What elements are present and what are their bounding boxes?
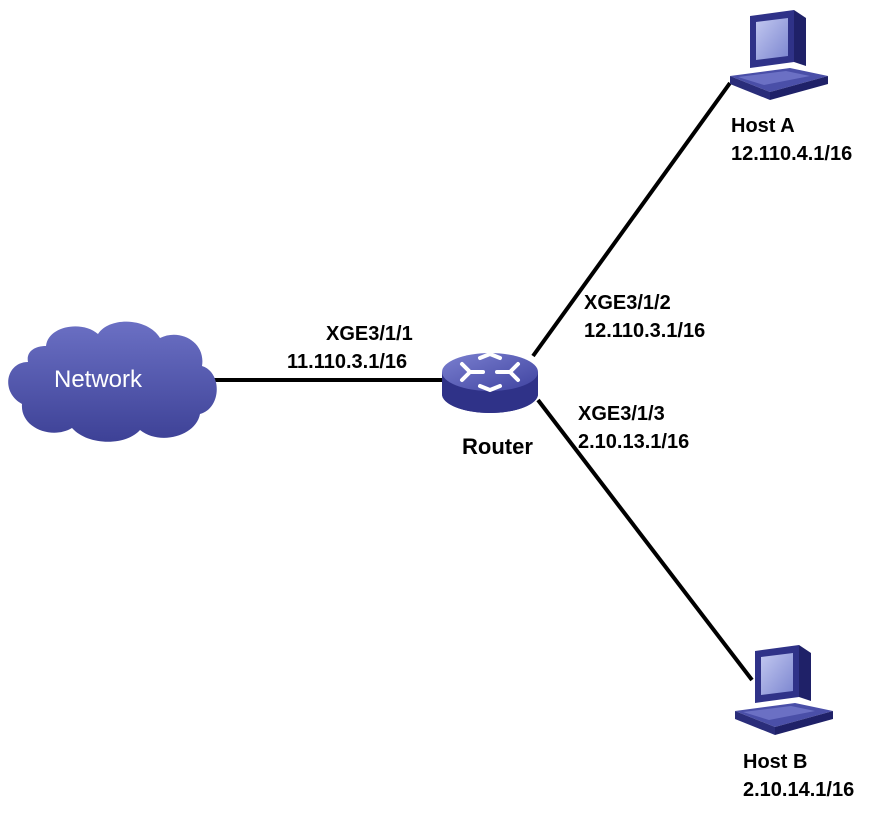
router-icon [442,352,538,413]
interface-xge3-1-1-name: XGE3/1/1 [326,323,413,345]
link-router-host-b [536,398,754,682]
host-a-computer-icon [730,10,828,100]
network-label: Network [54,366,143,393]
host-b-name: Host B [743,751,808,773]
interface-xge3-1-3-ip: 2.10.13.1/16 [578,431,690,453]
link-router-host-a [531,81,732,358]
interface-xge3-1-2-ip: 12.110.3.1/16 [584,320,706,342]
host-a-name: Host A [731,115,795,137]
interface-xge3-1-3-name: XGE3/1/3 [578,403,665,425]
interface-xge3-1-2-name: XGE3/1/2 [584,292,671,314]
host-b-computer-icon [735,645,833,735]
host-a-ip: 12.110.4.1/16 [731,143,853,165]
host-b-ip: 2.10.14.1/16 [743,779,855,801]
network-cloud-icon [8,321,217,442]
router-label: Router [462,434,533,459]
interface-xge3-1-1-ip: 11.110.3.1/16 [287,351,408,373]
